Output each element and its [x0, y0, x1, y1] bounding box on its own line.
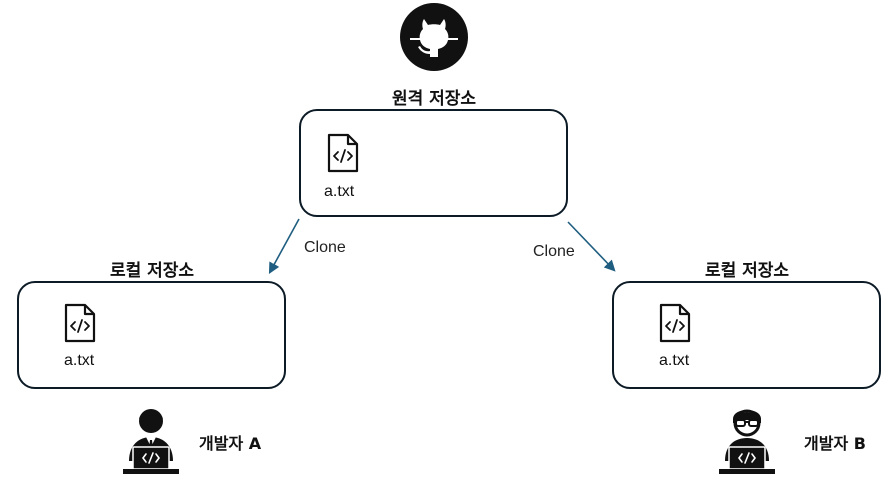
local-repo-a-box: a.txt	[17, 281, 286, 389]
code-file-icon	[658, 303, 692, 347]
code-file-icon	[63, 303, 97, 347]
clone-label-left: Clone	[304, 239, 346, 256]
developer-icon	[119, 403, 183, 479]
clone-arrow-right	[567, 221, 616, 272]
code-file-icon	[326, 133, 360, 177]
remote-file-name: a.txt	[324, 183, 355, 200]
local-repo-b-box: a.txt	[612, 281, 881, 389]
developer-b-label: 개발자 B	[804, 434, 866, 453]
remote-repo-box: a.txt	[299, 109, 568, 217]
clone-label-right: Clone	[533, 243, 575, 260]
local-b-file-name: a.txt	[659, 352, 690, 369]
remote-repo-title: 원격 저장소	[391, 89, 477, 109]
developer-glasses-icon	[715, 403, 779, 479]
clone-arrow-left	[268, 218, 300, 274]
local-repo-a-title: 로컬 저장소	[109, 261, 195, 281]
local-a-file-name: a.txt	[64, 352, 95, 369]
local-repo-b-title: 로컬 저장소	[704, 261, 790, 281]
github-icon	[400, 3, 468, 71]
developer-a-label: 개발자 A	[199, 434, 262, 453]
